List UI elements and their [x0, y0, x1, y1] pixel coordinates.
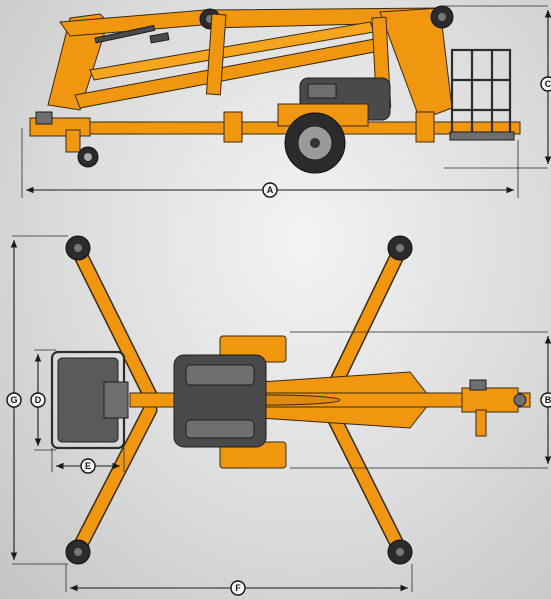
dim-c-badge [540, 76, 551, 92]
hydraulic-cylinder [149, 32, 170, 44]
dim-f-badge [230, 580, 246, 596]
chassis-frame [29, 121, 521, 135]
jack-stand [65, 129, 81, 153]
outrigger-foot-front [415, 111, 435, 143]
dim-a-label: A [267, 185, 274, 195]
outrigger-foot-mid [223, 111, 243, 143]
pulley-hub-right [438, 13, 446, 21]
top-view: B G D E F [6, 235, 551, 596]
hitch-ball [513, 393, 527, 407]
main-wheel-hub [310, 138, 320, 148]
control-box [103, 381, 129, 419]
hitch-handle [469, 379, 487, 391]
jockey-wheel-hub [84, 153, 92, 161]
turret-panel-lower [185, 419, 255, 439]
boom-assembly [47, 5, 454, 121]
platform-basket [449, 48, 515, 141]
dim-d-badge [30, 392, 46, 408]
turret-panel [185, 364, 255, 386]
dim-b-label: B [545, 395, 551, 405]
outrigger-rear-top [72, 244, 156, 401]
outriggers [65, 235, 413, 565]
dim-c-label: C [545, 79, 551, 89]
outrigger-front-top [324, 244, 406, 401]
dim-f-label: F [235, 583, 241, 593]
dim-a-badge [262, 182, 278, 198]
dim-e-badge [80, 458, 96, 474]
hitch-top-view [461, 387, 519, 413]
jack-top-view [475, 409, 487, 437]
hydraulic-rod [94, 24, 156, 44]
outrigger-front-bottom [324, 404, 406, 556]
dim-d-label: D [35, 395, 42, 405]
riser-post [205, 13, 227, 96]
dim-g-badge [6, 392, 22, 408]
engine-vent [307, 83, 337, 99]
coupler [35, 111, 53, 125]
dim-e-label: E [85, 461, 91, 471]
side-view: C A [21, 5, 551, 198]
dim-g-label: G [10, 395, 17, 405]
dim-b-badge [540, 392, 551, 408]
outrigger-rear-bottom [72, 404, 156, 556]
